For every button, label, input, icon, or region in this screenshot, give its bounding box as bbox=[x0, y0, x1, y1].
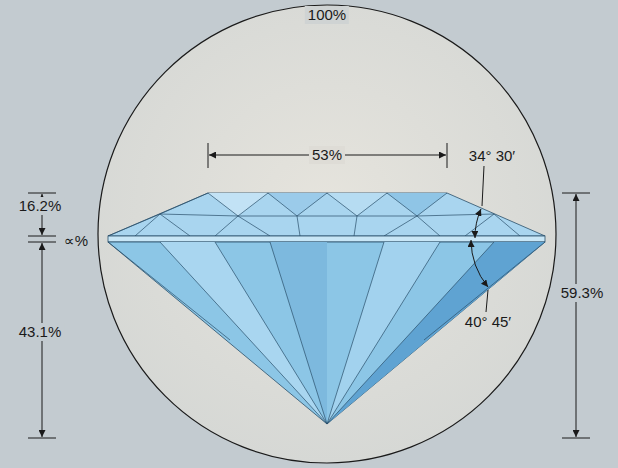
dimension-label: 43.1% bbox=[16, 323, 65, 341]
dimension-label: 16.2% bbox=[16, 197, 65, 215]
dimension-label: 59.3% bbox=[558, 284, 607, 302]
dimension-label: 53% bbox=[309, 146, 345, 164]
dimension-label: ∝% bbox=[61, 232, 91, 250]
angle-label: 34° 30′ bbox=[466, 147, 518, 165]
angle-label: 40° 45′ bbox=[462, 313, 514, 331]
dimension-label: 100% bbox=[305, 6, 349, 24]
